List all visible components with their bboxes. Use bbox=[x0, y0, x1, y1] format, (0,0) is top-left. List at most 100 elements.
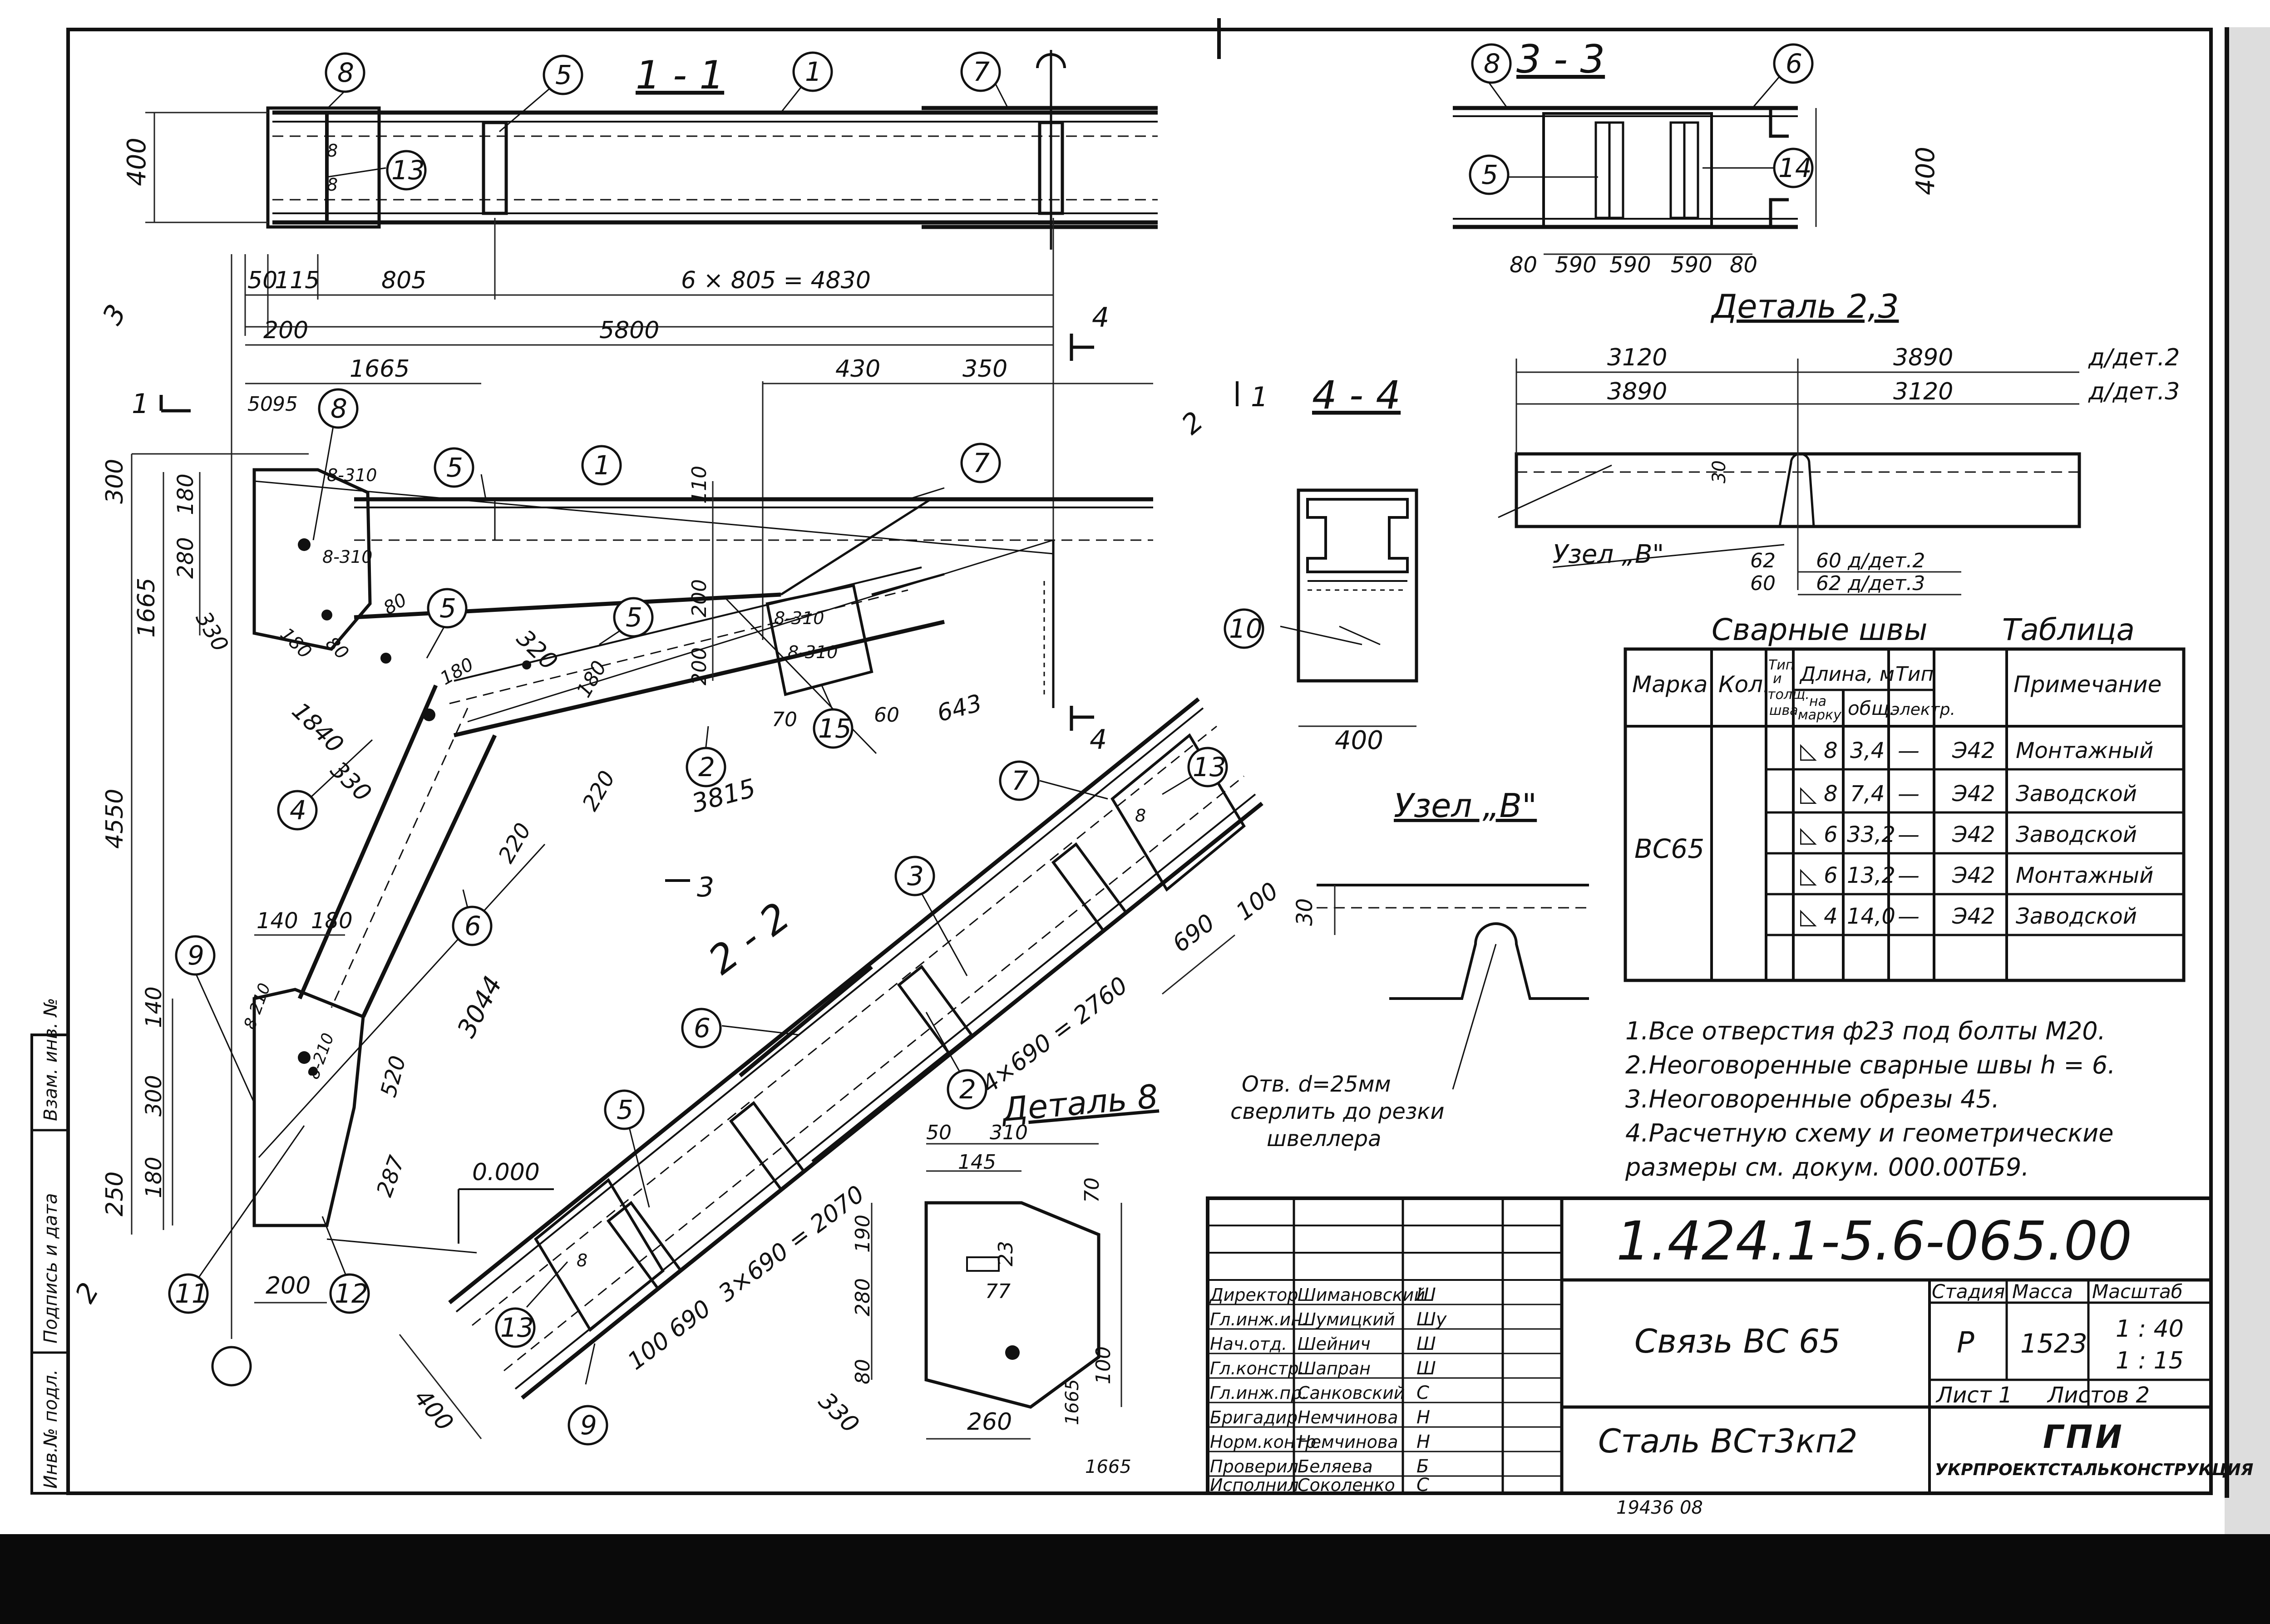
det8-280: 280 bbox=[851, 1278, 874, 1316]
weld-table: Сварные швы Таблица Марка Кол. Тип и тол… bbox=[1624, 612, 2186, 982]
td-el: Э42 bbox=[1952, 822, 1995, 847]
det8-190: 190 bbox=[851, 1215, 874, 1253]
th-type3: толщ. bbox=[1767, 687, 1810, 703]
det8-145: 145 bbox=[958, 1151, 996, 1174]
td-total: — bbox=[1898, 738, 1920, 763]
s33-dim-80: 80 bbox=[1510, 252, 1537, 278]
bubble-7b: 7 bbox=[960, 443, 1001, 483]
signer-name: Немчинова bbox=[1298, 1432, 1398, 1452]
mark-2-mid: 2 bbox=[1176, 405, 1209, 441]
hole-note-2: сверлить до резки bbox=[1230, 1099, 1445, 1124]
th-el2: электр. bbox=[1891, 700, 1955, 719]
d23-det3b: д/дет.3 bbox=[1847, 572, 1925, 595]
dim-80a: 80 bbox=[321, 633, 353, 664]
td-per: 3,4 bbox=[1850, 738, 1885, 763]
dim-v140: 140 bbox=[141, 986, 167, 1028]
td-type: ◺ 6 bbox=[1800, 863, 1838, 888]
td-note: Заводской bbox=[2016, 904, 2137, 929]
dim-v300: 300 bbox=[101, 459, 128, 504]
th-type1: Тип bbox=[1768, 657, 1794, 673]
scan-band bbox=[0, 1534, 2270, 1624]
svg-text:6: 6 bbox=[464, 910, 481, 941]
hole-note-3: швеллера bbox=[1267, 1126, 1382, 1152]
th-len-total: общ. bbox=[1848, 697, 1895, 719]
svg-text:2: 2 bbox=[698, 752, 715, 782]
mark-1-mid: 1 bbox=[1251, 381, 1268, 413]
dim-220b: 220 bbox=[577, 767, 620, 815]
weld-8-210a: 8-210 bbox=[241, 981, 274, 1032]
bubble-2a: 2 bbox=[686, 747, 726, 787]
bubble-5c: 5 bbox=[434, 447, 474, 488]
signer-role: Гл.констр. bbox=[1210, 1358, 1304, 1378]
d23-60b: 60 bbox=[1816, 549, 1841, 572]
signer-role: Гл.инж.ин. bbox=[1210, 1309, 1308, 1329]
svg-text:7: 7 bbox=[973, 56, 990, 87]
weld-8-310c: 8-310 bbox=[774, 608, 824, 628]
weld-table-caption-right: Таблица bbox=[2002, 612, 2135, 647]
side-stamp-inv2: Взам. инв. № bbox=[40, 998, 61, 1121]
signer-name: Шимановский bbox=[1298, 1285, 1425, 1305]
td-type: ◺ 8 bbox=[1800, 738, 1838, 763]
svg-text:5: 5 bbox=[439, 593, 456, 624]
td-per: 7,4 bbox=[1850, 781, 1885, 807]
bubble-3: 3 bbox=[894, 856, 935, 896]
svg-text:8: 8 bbox=[331, 393, 347, 424]
dim-60: 60 bbox=[874, 704, 899, 727]
dim-h180: 180 bbox=[311, 908, 353, 934]
bubble-5e: 5 bbox=[613, 597, 654, 638]
doc-number: 1.424.1-5.6-065.00 bbox=[1616, 1210, 2132, 1272]
svg-text:13: 13 bbox=[1193, 752, 1226, 782]
dim-v250: 250 bbox=[101, 1171, 128, 1216]
signer-name: Немчинова bbox=[1298, 1407, 1398, 1427]
node-b-title: Узел „В" bbox=[1394, 787, 1537, 825]
s11-weld-8a: 8 bbox=[327, 141, 338, 161]
section-marks: 3 1 4 1 2 4 3 2 bbox=[69, 299, 1268, 1308]
bubble-11: 11 bbox=[168, 1273, 209, 1314]
s11-dim-400: 400 bbox=[122, 138, 152, 186]
td-total: — bbox=[1898, 822, 1920, 847]
d23-det3: д/дет.3 bbox=[2088, 378, 2180, 405]
d23-62b: 62 bbox=[1816, 572, 1841, 595]
org-name-2: УКРПРОЕКТСТАЛЬКОНСТРУКЦИЯ bbox=[1935, 1461, 2253, 1479]
s33-dim-590c: 590 bbox=[1671, 252, 1712, 278]
hole-note-1: Отв. d=25мм bbox=[1242, 1072, 1391, 1097]
callout-bubbles: 8 5 1 7 13 8 6 5 14 8 5 1 7 5 5 4 6 15 2… bbox=[168, 43, 1814, 1446]
d23-62a: 62 bbox=[1750, 549, 1776, 572]
side-stamp-sig: Подпись и дата bbox=[40, 1193, 61, 1343]
section-3-3-title: 3 - 3 bbox=[1516, 37, 1605, 82]
dim-430: 430 bbox=[835, 355, 880, 383]
general-notes: 1.Все отверстия ф23 под болты М20. 2.Нео… bbox=[1625, 1017, 2115, 1181]
td-el: Э42 bbox=[1952, 904, 1995, 929]
det8-70: 70 bbox=[1081, 1177, 1104, 1203]
bubble-10: 10 bbox=[1224, 608, 1264, 649]
bubble-7c: 7 bbox=[999, 760, 1040, 801]
dim-330: 330 bbox=[325, 756, 376, 807]
th-len-per2: марку bbox=[1798, 707, 1842, 723]
dim-200b: 200 bbox=[688, 647, 711, 685]
signer-name: Соколенко bbox=[1298, 1475, 1395, 1495]
svg-text:1: 1 bbox=[805, 56, 822, 87]
th-mark: Марка bbox=[1632, 671, 1707, 698]
dim-v4550: 4550 bbox=[101, 789, 128, 849]
note-line: 4.Расчетную схему и геометрические bbox=[1625, 1119, 2114, 1147]
s11-weld-8b: 8 bbox=[327, 175, 338, 195]
section-1-1: 1 - 1 8 8 400 bbox=[122, 50, 1158, 250]
doc-material: Сталь ВСт3кп2 bbox=[1598, 1422, 1857, 1460]
bubble-blank bbox=[211, 1346, 252, 1387]
bubble-2b: 2 bbox=[947, 1069, 987, 1110]
svg-text:9: 9 bbox=[188, 940, 204, 971]
bubble-15: 15 bbox=[813, 708, 854, 749]
scale-value-1: 1 : 40 bbox=[2116, 1315, 2184, 1343]
svg-text:8: 8 bbox=[1484, 48, 1500, 79]
dim-1840: 1840 bbox=[286, 697, 349, 758]
td-note: Монтажный bbox=[2016, 863, 2153, 888]
section-4-4: 4 - 4 400 bbox=[1297, 373, 1418, 755]
mark-4-top: 4 bbox=[1092, 302, 1109, 334]
signature: Б bbox=[1416, 1456, 1429, 1477]
dim-v330: 330 bbox=[191, 607, 233, 656]
td-el: Э42 bbox=[1952, 738, 1995, 763]
bubble-14: 14 bbox=[1773, 148, 1814, 188]
bubble-6b: 6 bbox=[452, 906, 493, 946]
weld-8-310b: 8-310 bbox=[322, 547, 372, 567]
bubble-5a: 5 bbox=[543, 54, 583, 95]
